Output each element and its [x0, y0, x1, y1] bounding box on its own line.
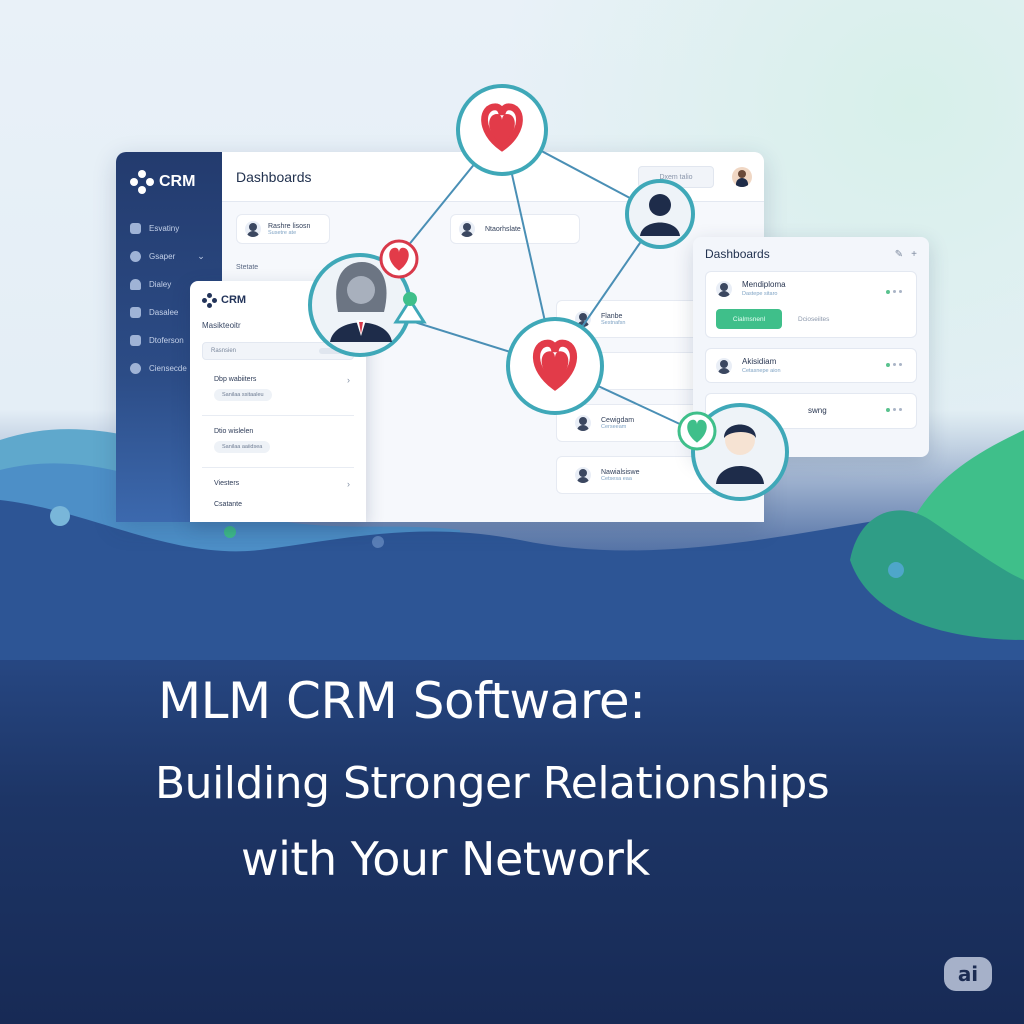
headline-line-2: Building Stronger Relationships [155, 758, 830, 809]
list-item[interactable]: Csatante [202, 493, 354, 514]
person-icon [575, 467, 591, 483]
chart-icon [130, 306, 141, 318]
overlay-logo[interactable]: CRM [202, 293, 354, 308]
chevron-right-icon[interactable]: › [347, 375, 350, 385]
status-label: Stetate [236, 264, 259, 271]
headline-line-3: with Your Network [241, 832, 650, 886]
user-icon [130, 278, 141, 290]
contact-sub: Sestnafsn [601, 319, 626, 326]
contact-row[interactable]: Nawialsiswe Cetsesa eaa [556, 456, 764, 494]
overlay-title: Dashboards [705, 247, 770, 261]
sidebar-item-4[interactable]: Dasalee [130, 298, 222, 326]
sidebar-item-2[interactable]: Gsaper ⌄ [130, 242, 222, 270]
tag-pill: Sanilaa ssitaaleu [214, 389, 272, 401]
globe-icon [130, 362, 141, 374]
person-icon [245, 221, 261, 237]
list-item[interactable]: Dtio wislelen Sanilaa aaiidsea [202, 424, 354, 459]
list-item[interactable]: Viesters › [202, 476, 354, 493]
search-text: Rasnsien [211, 348, 237, 354]
sidebar-item-3[interactable]: Dialey [130, 270, 222, 298]
person-icon [575, 311, 591, 327]
primary-action-button[interactable]: Cialmsnenl [716, 309, 782, 329]
contact-name: swng [808, 406, 827, 415]
divider [202, 415, 354, 416]
more-icon[interactable] [751, 472, 764, 477]
logo-text: CRM [221, 294, 247, 306]
logo-text: CRM [159, 173, 196, 190]
chevron-down-icon[interactable]: ⌄ [197, 250, 205, 261]
network-logo-icon [130, 170, 154, 194]
contact-card[interactable]: Akisidiam Cetasnepe aion [705, 348, 917, 383]
contact-sub: Dastepe sitaro [742, 291, 778, 297]
contact-name: Akisidiam [742, 357, 777, 366]
list-item-label: Viesters [214, 480, 240, 487]
group-icon [130, 250, 141, 262]
sidebar-item-label: Dialey [149, 279, 172, 289]
sidebar-item-label: Esvatiny [149, 223, 180, 233]
add-icon[interactable]: + [911, 248, 917, 260]
search-filter[interactable] [319, 348, 343, 354]
sidebar-item-1[interactable]: Esvatiny [130, 214, 222, 242]
sidebar-item-6[interactable]: Ciensecde [130, 354, 222, 382]
search-input[interactable]: Rasnsien [202, 342, 354, 360]
person-icon [575, 363, 591, 379]
contact-card[interactable]: swng [705, 393, 917, 429]
sidebar-item-label: Dtoferson [149, 335, 184, 345]
contact-name: Cewigdam [601, 416, 635, 424]
contact-name: Mendiploma [742, 280, 786, 289]
ai-badge: ai [944, 957, 992, 991]
square-icon [130, 222, 141, 234]
tag-pill: Sanilaa aaiidsea [214, 441, 271, 453]
list-item[interactable]: Dbp wabiiters › Sanilaa ssitaaleu [202, 372, 354, 407]
person-icon [575, 415, 591, 431]
top-contact-card[interactable]: Rashre lisosn Susetre ate [236, 214, 330, 244]
contact-sub: Cetsesa eaa [601, 475, 632, 482]
divider [202, 467, 354, 468]
contact-sub: Cerseeam [601, 423, 627, 430]
overlay-toolbar: ✎ + [895, 249, 917, 260]
chevron-right-icon[interactable]: › [347, 479, 350, 489]
overlay-subtitle: Masikteoitr [202, 321, 241, 330]
crm-overlay-window-left: CRM Masikteoitr Rasnsien Dbp wabiiters ›… [190, 281, 366, 522]
top-contact-card-2[interactable]: Ntaorhslate [450, 214, 580, 244]
contact-sub: Susetre ate [268, 229, 297, 236]
sidebar-logo[interactable]: CRM [130, 170, 222, 194]
crm-overlay-window-right: Dashboards ✎ + Mendiploma Dastepe sitaro… [693, 237, 929, 457]
avatar[interactable] [732, 167, 752, 187]
contact-sub: Cetasnepe aion [742, 368, 781, 374]
sidebar-item-label: Gsaper [149, 251, 176, 261]
grid-icon [130, 334, 141, 346]
network-logo-icon [202, 293, 217, 308]
contact-name: Flanbe [601, 312, 623, 320]
list-item-label: Dtio wislelen [214, 428, 254, 435]
sidebar-item-5[interactable]: Dtoferson [130, 326, 222, 354]
search-input[interactable]: Dxem talio [638, 166, 714, 188]
person-icon [716, 280, 732, 297]
page-title: Dashboards [236, 168, 312, 185]
list-item-label: Dbp wabiiters [214, 376, 257, 383]
contact-name: Ntaorhslate [485, 225, 521, 233]
sidebar-item-label: Ciensecde [149, 363, 187, 373]
headline-line-1: MLM CRM Software: [158, 672, 646, 730]
contact-name: Rashre lisosn [268, 222, 311, 230]
secondary-action-link[interactable]: Dcioseiites [798, 315, 830, 323]
more-icon[interactable] [886, 289, 902, 294]
list-item-label: Csatante [214, 501, 243, 508]
person-icon [459, 221, 475, 237]
more-icon[interactable] [886, 362, 902, 367]
more-icon[interactable] [886, 407, 902, 412]
sidebar-item-label: Dasalee [149, 307, 179, 317]
contact-card[interactable]: Mendiploma Dastepe sitaro Cialmsnenl Dci… [705, 271, 917, 338]
contact-name: Nawialsiswe [601, 468, 640, 476]
person-icon [716, 357, 732, 374]
overlay-header: Dashboards ✎ + [705, 247, 917, 261]
edit-icon[interactable]: ✎ [894, 248, 904, 260]
